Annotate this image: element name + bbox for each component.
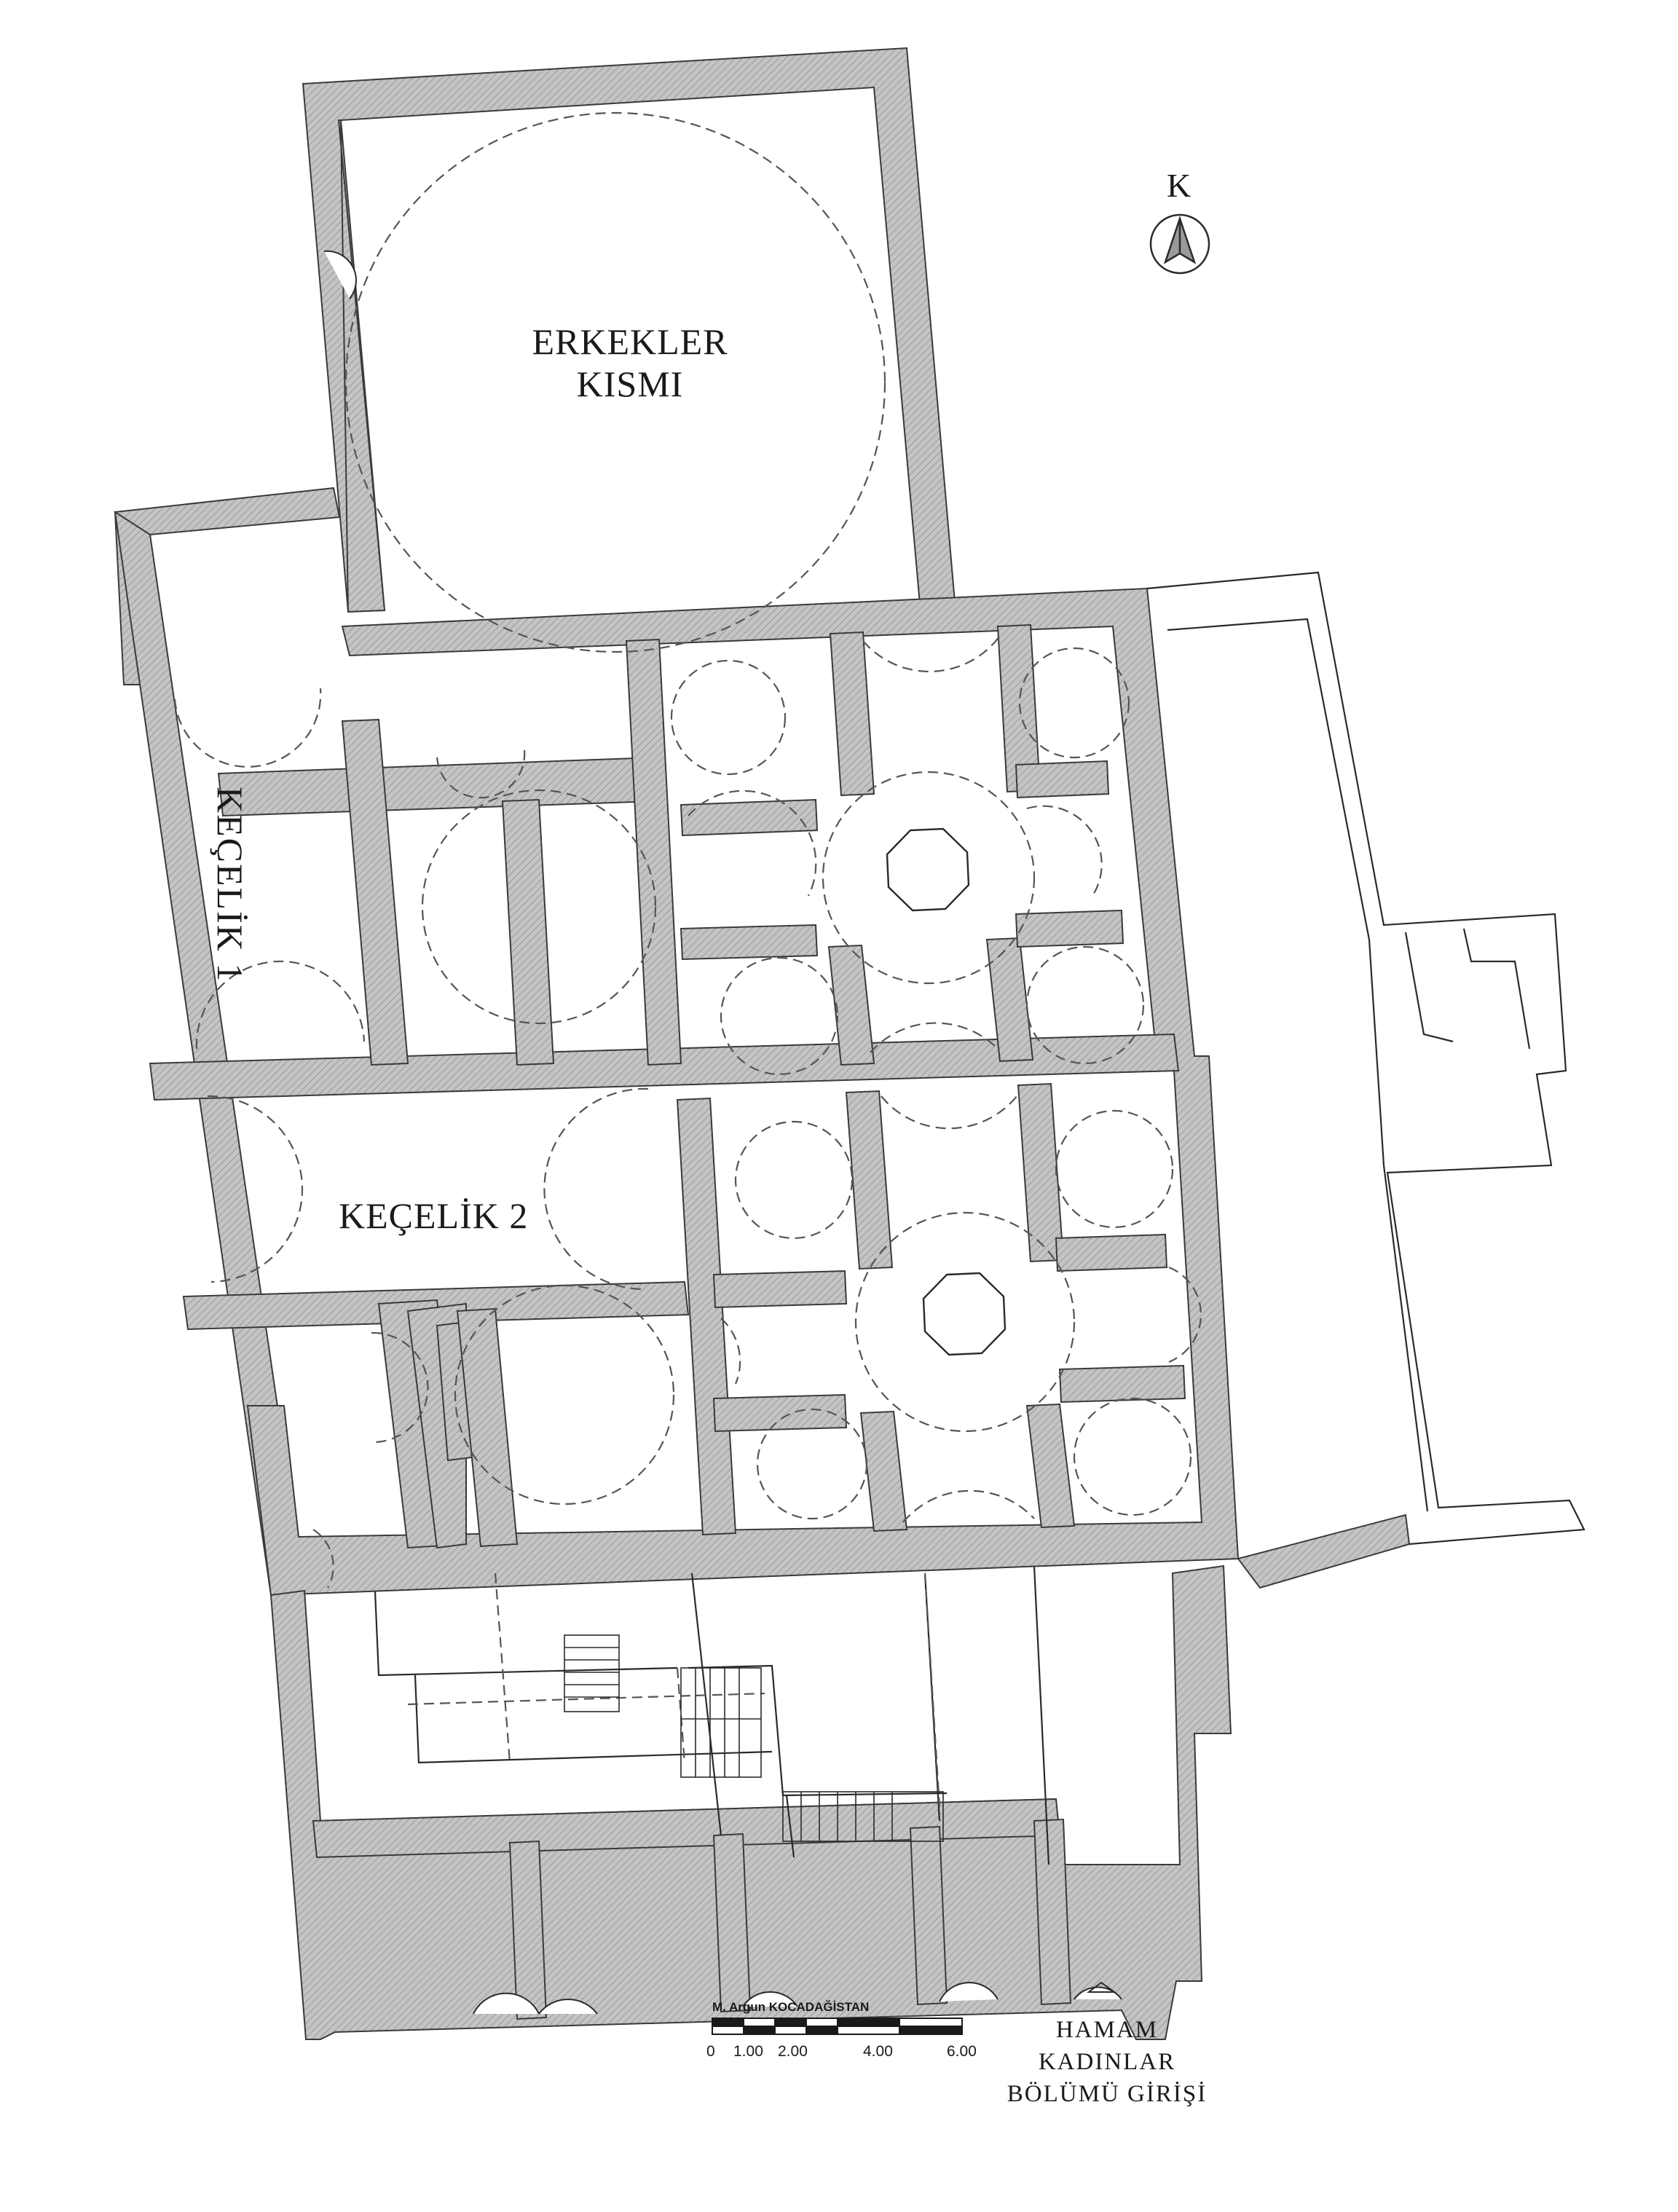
scale-tick-2: 2.00 (778, 2043, 808, 2060)
octagon-upper (886, 827, 970, 912)
entrance-line1: HAMAM KADINLAR (1038, 2017, 1176, 2075)
entrance-label: HAMAM KADINLAR BÖLÜMÜ GİRİŞİ (990, 2014, 1224, 2110)
octagon-lower (922, 1272, 1007, 1356)
scale-tick-0: 0 (706, 2043, 715, 2060)
scale-tick-4: 4.00 (863, 2043, 893, 2060)
room-label-kecelik-2: KEÇELİK 2 (339, 1195, 529, 1236)
north-arrow-icon (1149, 213, 1210, 275)
entrance-line2: BÖLÜMÜ GİRİŞİ (1007, 2081, 1208, 2107)
men-section-line1: ERKEKLER (532, 321, 728, 362)
scale-tick-6: 6.00 (947, 2043, 977, 2060)
scale-tick-1: 1.00 (733, 2043, 763, 2060)
walls (114, 47, 1411, 2040)
scale-bar (712, 2018, 963, 2035)
room-label-kecelik-1: KEÇELİK 1 (210, 787, 251, 983)
central-octagons (886, 827, 1007, 1356)
entrance-marker-icon (1087, 1981, 1117, 1993)
room-label-men-section: ERKEKLER KISMI (528, 320, 732, 405)
stairs (564, 1634, 944, 1842)
domes (173, 111, 1202, 1807)
north-label: K (1167, 167, 1191, 204)
south-wing-walls (269, 1564, 1232, 2040)
hamam-core-frame (246, 587, 1240, 1597)
men-section-line2: KISMI (576, 363, 684, 404)
scale-bar-author: M. Argun KOCADAĞİSTAN (712, 2000, 870, 2014)
door-swings (323, 250, 1122, 2015)
men-section-dome (344, 111, 886, 653)
